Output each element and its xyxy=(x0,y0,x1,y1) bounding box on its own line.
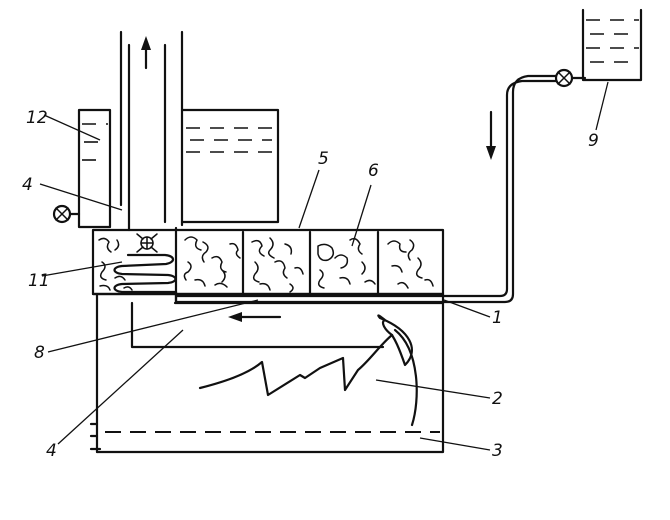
callout-4-lower: 4 xyxy=(46,441,57,461)
callout-1: 1 xyxy=(492,308,503,328)
pebble-fill xyxy=(98,236,434,293)
flow-down-arrow xyxy=(486,110,496,160)
callout-9: 9 xyxy=(588,131,599,151)
callout-4-upper: 4 xyxy=(22,175,33,195)
flame xyxy=(198,314,418,427)
side-tank-valve xyxy=(52,204,81,224)
furnace-body xyxy=(89,292,445,454)
feed-valve xyxy=(554,68,587,88)
callout-2: 2 xyxy=(492,389,503,409)
exhaust-up-arrow xyxy=(141,36,151,70)
callout-6: 6 xyxy=(368,161,379,181)
flue-duct xyxy=(130,301,385,349)
callout-12: 12 xyxy=(26,108,48,128)
side-water-tank xyxy=(77,108,112,229)
burner-igniter xyxy=(136,233,158,253)
callout-8: 8 xyxy=(34,343,45,363)
callout-3: 3 xyxy=(492,441,503,461)
chimney xyxy=(119,30,184,304)
feed-pipe xyxy=(174,74,558,304)
callout-5: 5 xyxy=(318,149,329,169)
leader-lines xyxy=(39,81,609,451)
upper-water-tank xyxy=(180,108,280,224)
flue-flow-arrow xyxy=(228,312,282,322)
supply-tank xyxy=(581,8,643,82)
callout-11: 11 xyxy=(28,271,50,291)
